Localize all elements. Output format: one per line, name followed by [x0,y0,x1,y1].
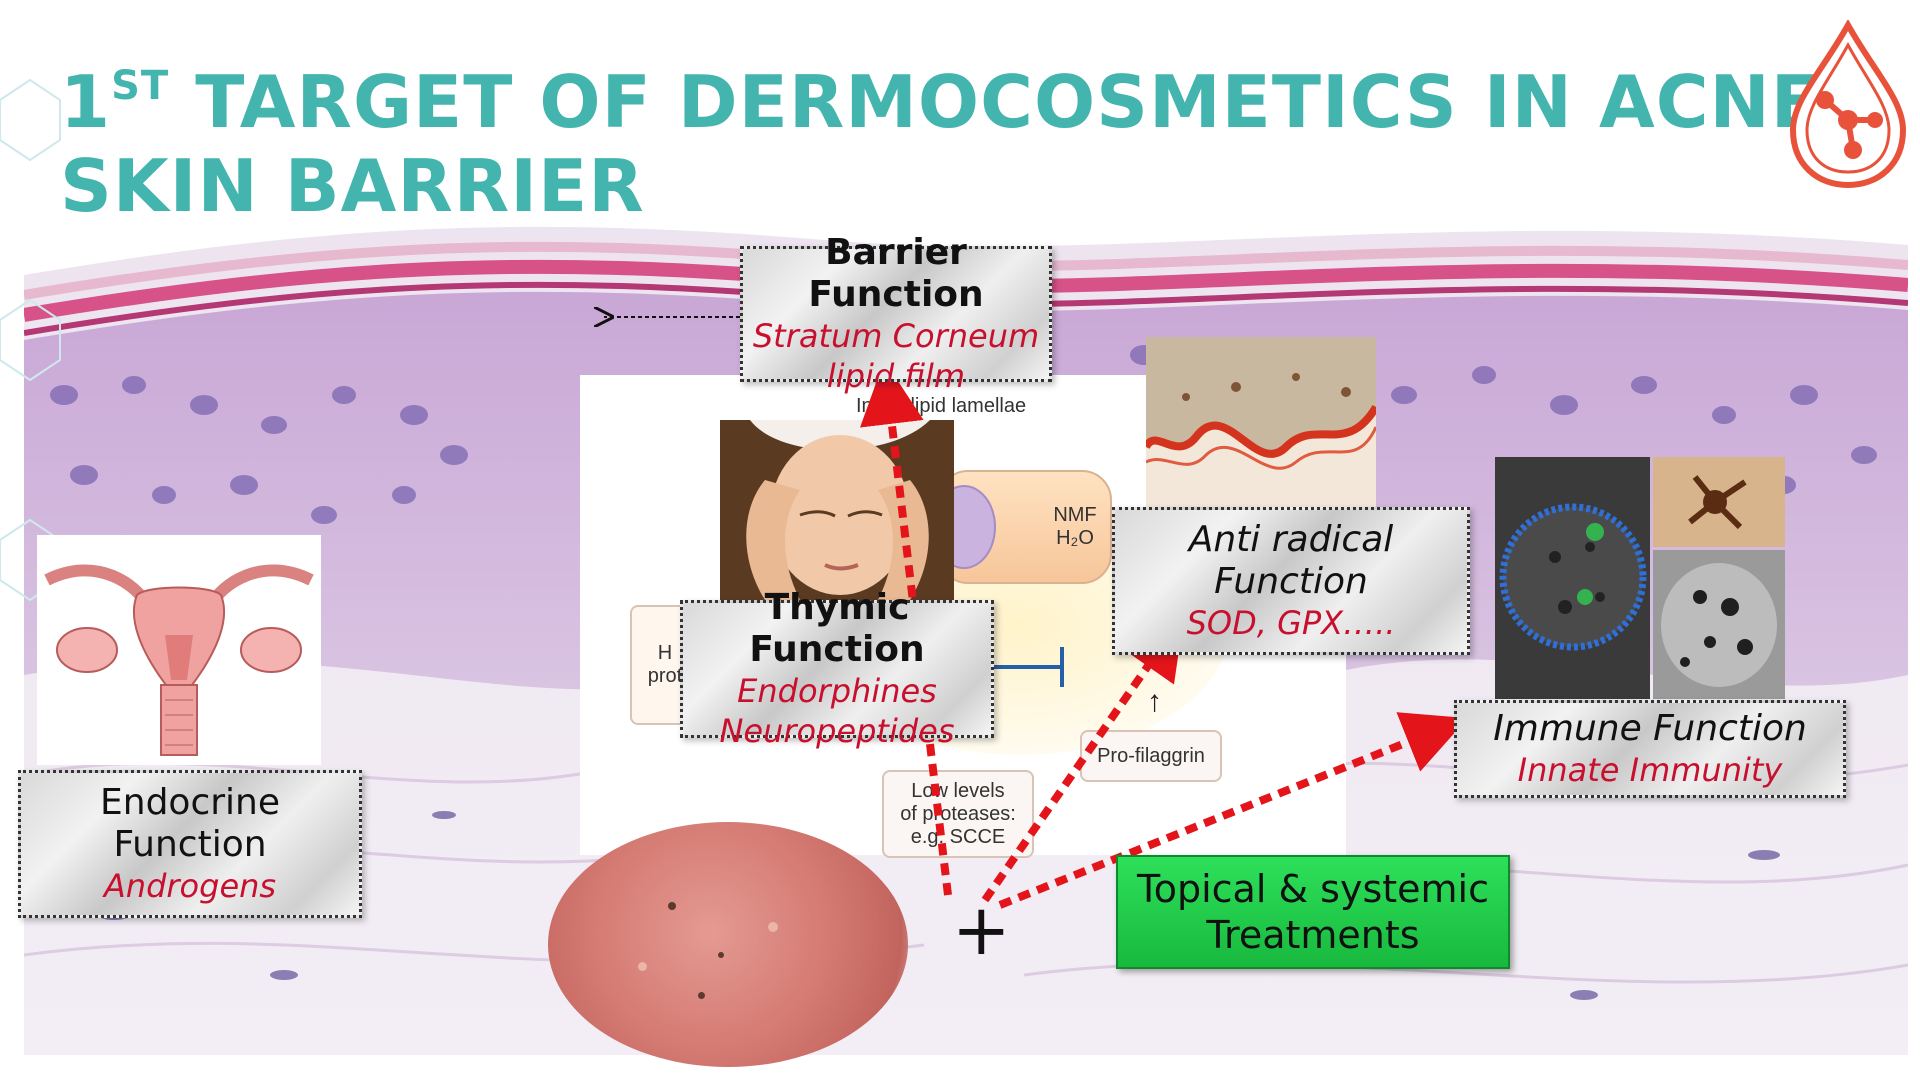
barrier-heading: Barrier Function [808,232,984,315]
low-levels-line3: e.g. SCCE [910,825,1006,848]
arrow-to-barrier [860,360,952,896]
title-line1-rest: TARGET OF DERMOCOSMETICS IN ACNE: [169,60,1851,144]
arrow-to-antiradical [981,613,1185,903]
thymic-sub2: Neuropeptides [719,712,955,750]
partial-left-line2: prot [647,665,683,687]
papule-dot [768,922,778,932]
partial-left-line1: H [657,642,673,664]
barrier-sub2: lipid film [826,357,966,395]
papule-dot [638,962,647,971]
low-levels-line2: of proteases: [900,802,1016,825]
slide-title: 1ST TARGET OF DERMOCOSMETICS IN ACNE: SK… [60,44,1851,228]
low-proteases-box: Low levels of proteases: e.g. SCCE [882,770,1034,858]
immune-heading: Immune Function [1493,708,1807,749]
up-arrow-icon: ↑ [1147,685,1162,718]
barrier-function-callout: Barrier Function Stratum Corneum lipid f… [740,232,1052,395]
title-line2: SKIN BARRIER [60,144,645,228]
pro-filaggrin-label: Pro-filaggrin [1097,744,1205,767]
thymic-heading: Thymic Function [749,587,925,670]
thymic-function-callout: Thymic Function Endorphines Neuropeptide… [680,587,994,750]
antiradical-sub1: SOD, GPX….. [1186,604,1396,642]
thymic-sub1: Endorphines [737,672,937,710]
immune-sub1: Innate Immunity [1517,751,1783,789]
comedone-dot [718,952,724,958]
antiradical-heading1: Anti radical [1188,519,1394,560]
immune-cells-images [1495,457,1785,699]
pro-filaggrin-box: Pro-filaggrin [1080,730,1222,782]
inhibition-bar [1060,647,1064,687]
inhibition-line [960,665,1064,669]
title-line1-prefix: 1 [60,60,112,144]
treatment-line2: Treatments [1206,913,1420,957]
molecule-drop-logo-icon [1789,20,1907,189]
antiradical-heading2: Function [1214,561,1368,602]
immune-function-callout: Immune Function Innate Immunity [1454,700,1846,798]
female-reproductive-illustration [37,535,321,765]
treatment-line1: Topical & systemic [1136,867,1490,911]
barrier-sub1: Stratum Corneum [752,317,1040,355]
title-line1-sup: ST [111,63,170,109]
endocrine-heading1: Endocrine [100,782,280,823]
endocrine-sub1: Androgens [103,867,277,905]
comedone-dot [698,992,705,999]
endocrine-function-callout: Endocrine Function Androgens [18,770,362,918]
h2o-label: H₂O [1056,527,1094,549]
acne-skin-closeup [548,822,908,1067]
antiradical-function-callout: Anti radical Function SOD, GPX….. [1112,507,1470,655]
plus-sign: + [952,889,1011,971]
nmf-label: NMF [1053,504,1097,526]
stressed-woman-photo [720,420,954,600]
treatments-box: Topical & systemic Treatments [1116,855,1510,969]
endocrine-heading2: Function [113,824,267,865]
comedone-dot [668,902,676,910]
stained-tissue-image [1146,337,1376,509]
